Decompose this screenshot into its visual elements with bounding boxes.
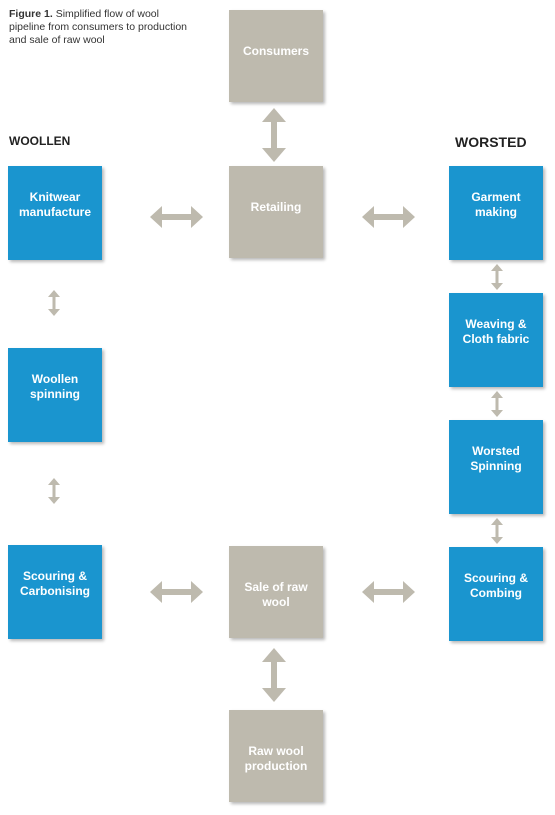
- arrow-garment-weaving: [491, 264, 503, 290]
- box-woollen-spinning: Woollen spinning: [8, 348, 102, 442]
- box-weaving-cloth-fabric: Weaving & Cloth fabric: [449, 293, 543, 387]
- arrow-worsted-combing: [491, 518, 503, 544]
- box-scouring-carbonising: Scouring & Carbonising: [8, 545, 102, 639]
- arrow-consumers-retailing: [262, 108, 286, 162]
- arrow-woollen-carbonising: [48, 478, 60, 504]
- figure-label: Figure 1.: [9, 8, 53, 20]
- box-worsted-spinning: Worsted Spinning: [449, 420, 543, 514]
- box-garment-making: Garment making: [449, 166, 543, 260]
- arrow-sale-combing: [362, 581, 415, 603]
- column-title-woollen: WOOLLEN: [9, 134, 71, 148]
- arrow-retailing-garment: [362, 206, 415, 228]
- figure-caption: Figure 1. Simplified flow of wool pipeli…: [9, 8, 194, 47]
- box-raw-wool-production: Raw wool production: [229, 710, 323, 802]
- arrow-knitwear-woollen: [48, 290, 60, 316]
- arrow-knitwear-retailing: [150, 206, 203, 228]
- box-consumers: Consumers: [229, 10, 323, 102]
- box-scouring-combing: Scouring & Combing: [449, 547, 543, 641]
- arrow-sale-production: [262, 648, 286, 702]
- arrow-weaving-worsted: [491, 391, 503, 417]
- box-retailing: Retailing: [229, 166, 323, 258]
- figure-caption-text: Simplified flow of wool pipeline from co…: [9, 8, 188, 46]
- box-knitwear-manufacture: Knitwear manufacture: [8, 166, 102, 260]
- column-title-worsted: WORSTED: [455, 134, 527, 150]
- box-sale-of-raw-wool: Sale of raw wool: [229, 546, 323, 638]
- arrow-carbonising-sale: [150, 581, 203, 603]
